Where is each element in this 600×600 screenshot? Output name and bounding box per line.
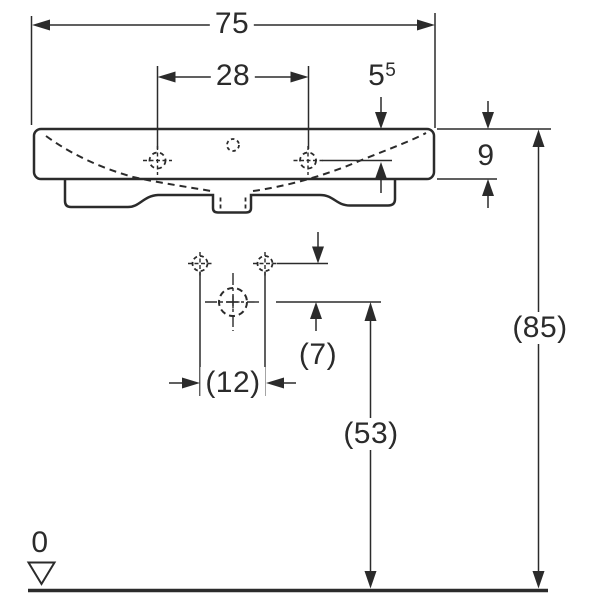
dim-fixing-to-outlet xyxy=(276,232,381,331)
drain-trap-hidden-lines xyxy=(219,197,247,210)
deck-depth-sup: 5 xyxy=(385,60,396,81)
fixing-hole-spacing-label: (12) xyxy=(200,367,266,399)
dim-overall-height xyxy=(532,129,545,589)
bowl-hidden-line xyxy=(45,132,427,192)
datum-triangle-icon xyxy=(26,561,57,586)
basin-body-outline xyxy=(32,127,436,181)
floor-datum-label: 0 xyxy=(31,526,49,559)
waste-outlet-circle xyxy=(205,273,261,331)
rim-height-label: 9 xyxy=(477,139,495,172)
basin-apron-outline xyxy=(63,179,397,214)
overall-height-label: (85) xyxy=(507,312,573,344)
fixing-to-outlet-label: (7) xyxy=(298,338,338,371)
outlet-height-label: (53) xyxy=(338,418,404,450)
overflow-hole xyxy=(226,138,240,152)
dim-deck-depth xyxy=(322,97,392,193)
dim-rim-height xyxy=(437,101,551,208)
faucet-hole-left xyxy=(143,146,172,175)
faucet-hole-right xyxy=(293,146,323,175)
tap-hole-spacing-label: 28 xyxy=(210,60,256,92)
deck-depth-label: 55 xyxy=(368,61,396,91)
deck-depth-main: 5 xyxy=(368,59,386,92)
overall-width-label: 75 xyxy=(209,8,255,40)
